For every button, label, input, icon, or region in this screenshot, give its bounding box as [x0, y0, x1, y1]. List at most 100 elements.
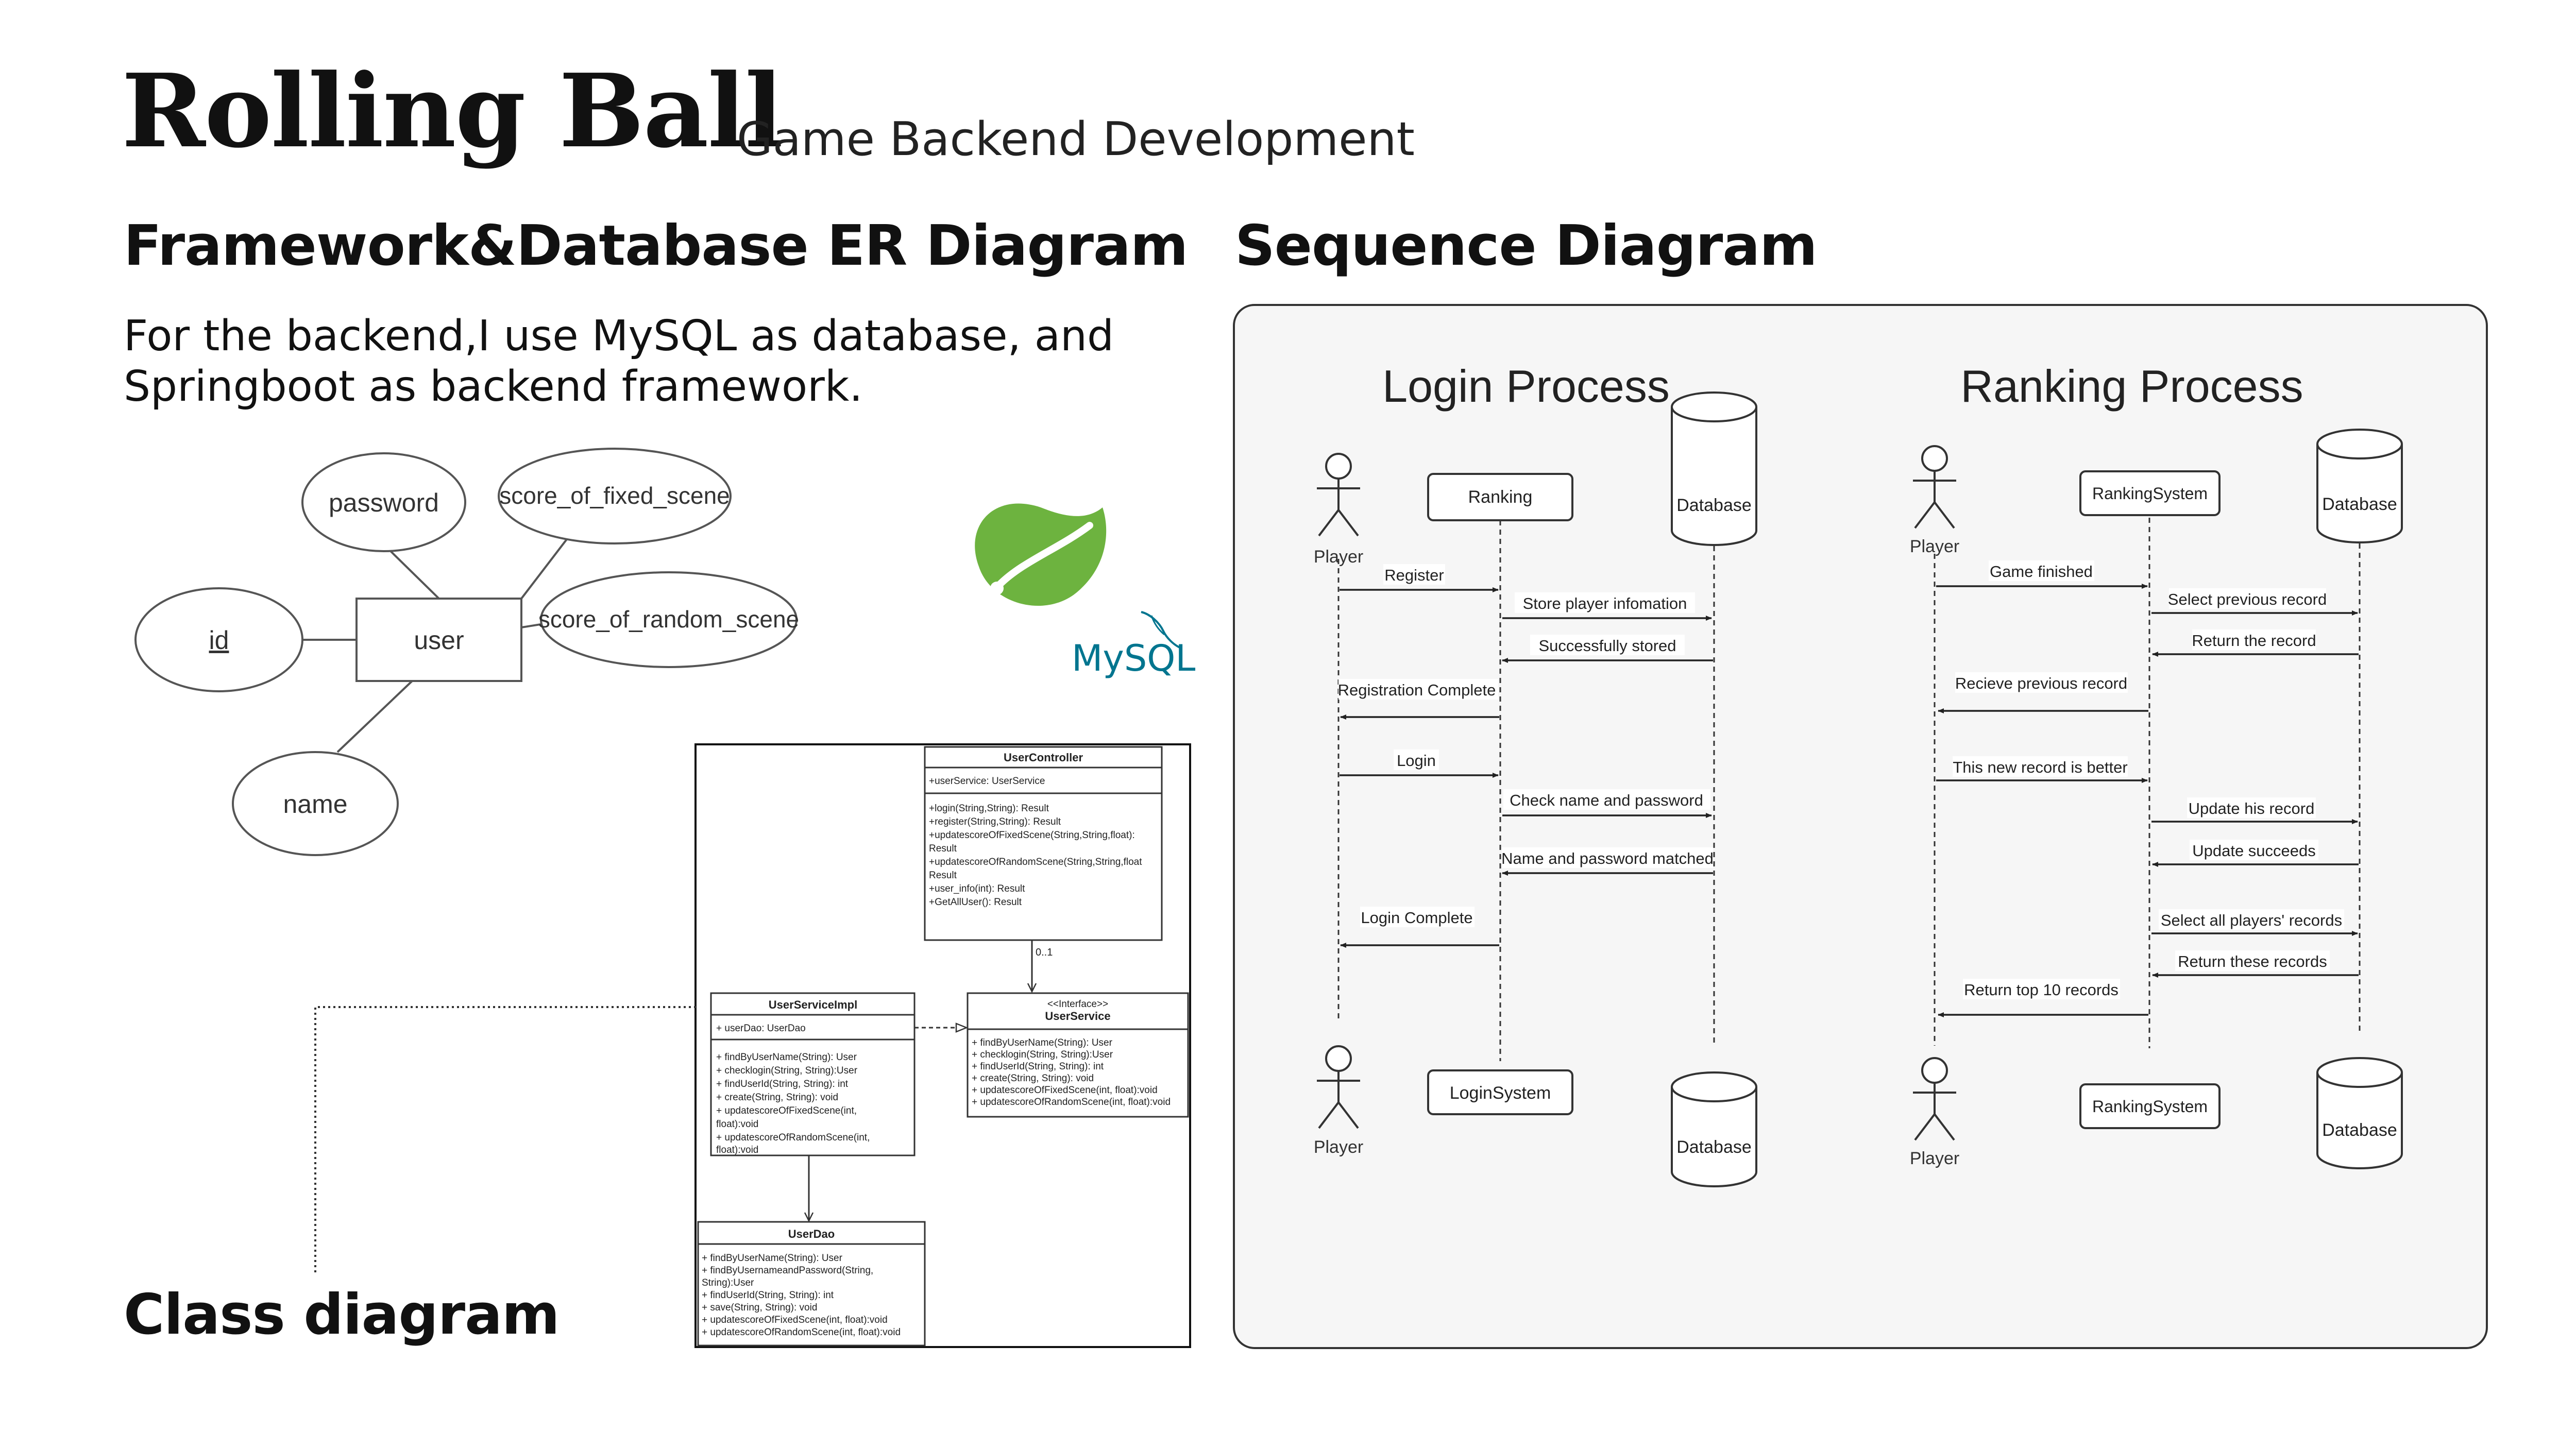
class-usercontroller-method: +login(String,String): Result [929, 803, 1049, 814]
ranking-message: Select all players' records [2161, 911, 2342, 929]
login-process-title: Login Process [1382, 361, 1670, 412]
ranking-system-top [2079, 470, 2221, 516]
login-message: Store player infomation [1523, 594, 1687, 612]
class-userservice-method: + checklogin(String, String):User [972, 1049, 1113, 1060]
class-userservice-method: + findUserId(String, String): int [972, 1061, 1104, 1072]
class-userdao-method: + updatescoreOfFixedScene(int, float):vo… [702, 1315, 888, 1325]
class-userservice-stereotype: <<Interface>> [1047, 999, 1108, 1010]
class-userdao-box [697, 1221, 926, 1347]
login-message: Check name and password [1510, 791, 1703, 809]
class-userserviceimpl-method: + updatescoreOfRandomScene(int, [716, 1132, 870, 1143]
er-attr-score-random-shape [540, 571, 798, 668]
framework-section-title: Framework&Database ER Diagram [124, 214, 1188, 278]
ranking-sequence: Ranking Process Player RankingSystem Dat… [1910, 361, 2403, 1169]
er-diagram [303, 538, 596, 753]
class-userservice-box [967, 992, 1189, 1118]
ranking-message: Recieve previous record [1955, 674, 2127, 692]
ranking-db-top-label: Database [2322, 495, 2397, 514]
spring-logo [975, 503, 1107, 606]
mysql-logo: MySQL [1072, 611, 1195, 679]
framework-description-line-2: Springboot as backend framework. [124, 362, 863, 411]
class-userserviceimpl-method: + findByUserName(String): User [716, 1052, 857, 1063]
class-userdao-method: + findUserId(String, String): int [702, 1290, 834, 1301]
ranking-actor-top-label: Player [1910, 537, 1959, 556]
login-db-top-label: Database [1676, 496, 1752, 515]
sequence-section-title: Sequence Diagram [1235, 214, 1818, 278]
mysql-logo-text: MySQL [1072, 637, 1195, 679]
login-actor-top [1317, 453, 1360, 537]
class-userserviceimpl-method: + checklogin(String, String):User [716, 1065, 858, 1076]
class-usercontroller-box [924, 746, 1163, 941]
ranking-message: Return top 10 records [1964, 981, 2119, 999]
class-userserviceimpl-method: + create(String, String): void [716, 1092, 838, 1103]
class-userservice-method: + findByUserName(String): User [972, 1037, 1113, 1048]
ranking-db-top: Database [2316, 429, 2403, 543]
er-link-score-fixed [520, 538, 568, 600]
er-link-password [385, 546, 440, 600]
er-entity-user: user [414, 626, 464, 655]
sequence-panel [1233, 304, 2488, 1349]
login-actor-bottom [1317, 1045, 1360, 1129]
class-userservice-method: + create(String, String): void [972, 1073, 1094, 1084]
ranking-message: This new record is better [1953, 758, 2127, 776]
login-message: Register [1384, 566, 1444, 584]
class-userservice-method: + updatescoreOfRandomScene(int, float):v… [972, 1097, 1171, 1108]
class-userserviceimpl-method: float):void [716, 1145, 758, 1155]
ranking-message: Return these records [2178, 952, 2327, 970]
ranking-message: Game finished [1990, 563, 2093, 581]
class-userserviceimpl-method: + updatescoreOfFixedScene(int, [716, 1105, 857, 1116]
brand-title: Rolling Ball [122, 52, 783, 171]
class-userdao-method: String):User [702, 1277, 754, 1288]
class-userdao-method: + findByUserName(String): User [702, 1253, 843, 1264]
brand-subtitle: Game Backend Development [737, 112, 1415, 166]
er-attr-score-fixed-shape [498, 448, 732, 544]
class-usercontroller-name: UserController [1004, 751, 1083, 764]
login-actor-top-label: Player [1314, 547, 1363, 567]
framework-description-line-1: For the backend,I use MySQL as database,… [124, 312, 1114, 361]
login-db-bottom: Database [1671, 1071, 1757, 1187]
class-diagram-connector [314, 1006, 697, 1272]
class-userserviceimpl-name: UserServiceImpl [769, 998, 857, 1011]
er-attr-id: id [209, 626, 229, 655]
login-message: Registration Complete [1338, 681, 1496, 699]
login-db-top: Database [1671, 391, 1757, 546]
ranking-system-top-label: RankingSystem [2092, 484, 2208, 503]
class-userserviceimpl-attr: + userDao: UserDao [716, 1023, 806, 1034]
class-userdao-method: + findByUsernameandPassword(String, [702, 1265, 873, 1276]
er-entity-user-box [355, 598, 522, 682]
login-system-top [1427, 473, 1573, 521]
login-actor-bottom-label: Player [1314, 1137, 1363, 1157]
class-usercontroller-method: Result [929, 870, 957, 881]
ranking-process-title: Ranking Process [1960, 361, 2303, 412]
class-userdao-method: + save(String, String): void [702, 1302, 817, 1313]
login-message: Successfully stored [1538, 637, 1676, 655]
ranking-db-bottom-label: Database [2322, 1120, 2397, 1140]
er-link-name [336, 680, 413, 753]
class-usercontroller-method: +updatescoreOfRandomScene(String,String,… [929, 857, 1142, 867]
ranking-db-bottom: Database [2316, 1057, 2403, 1169]
login-message: Name and password matched [1501, 849, 1714, 867]
ranking-system-bottom-label: RankingSystem [2092, 1097, 2208, 1116]
class-userdao-method: + updatescoreOfRandomScene(int, float):v… [702, 1327, 901, 1338]
ranking-message: Update his record [2189, 799, 2315, 817]
login-message: Login [1397, 752, 1436, 770]
class-diagram-title: Class diagram [124, 1283, 560, 1347]
class-userservice-method: + updatescoreOfFixedScene(int, float):vo… [972, 1085, 1158, 1096]
login-system-bottom [1427, 1069, 1573, 1115]
class-usercontroller-method: +updatescoreOfFixedScene(String,String,f… [929, 830, 1135, 841]
er-attr-name-shape [232, 751, 399, 856]
class-userserviceimpl-box [710, 992, 916, 1156]
class-usercontroller-method: +register(String,String): Result [929, 816, 1061, 827]
ranking-system-bottom [2079, 1083, 2221, 1129]
ranking-message: Select previous record [2168, 590, 2327, 608]
login-db-bottom-label: Database [1676, 1137, 1752, 1157]
class-usercontroller-method: +GetAllUser(): Result [929, 897, 1022, 908]
er-attr-score-fixed: score_of_fixed_scene [499, 482, 730, 509]
er-attr-password-shape [301, 452, 466, 552]
class-usercontroller-method: Result [929, 843, 957, 854]
er-attr-name: name [283, 790, 347, 819]
ranking-actor-bottom-label: Player [1910, 1149, 1959, 1168]
class-userserviceimpl-method: + findUserId(String, String): int [716, 1079, 849, 1089]
class-usercontroller-attr: +userService: UserService [929, 776, 1045, 787]
